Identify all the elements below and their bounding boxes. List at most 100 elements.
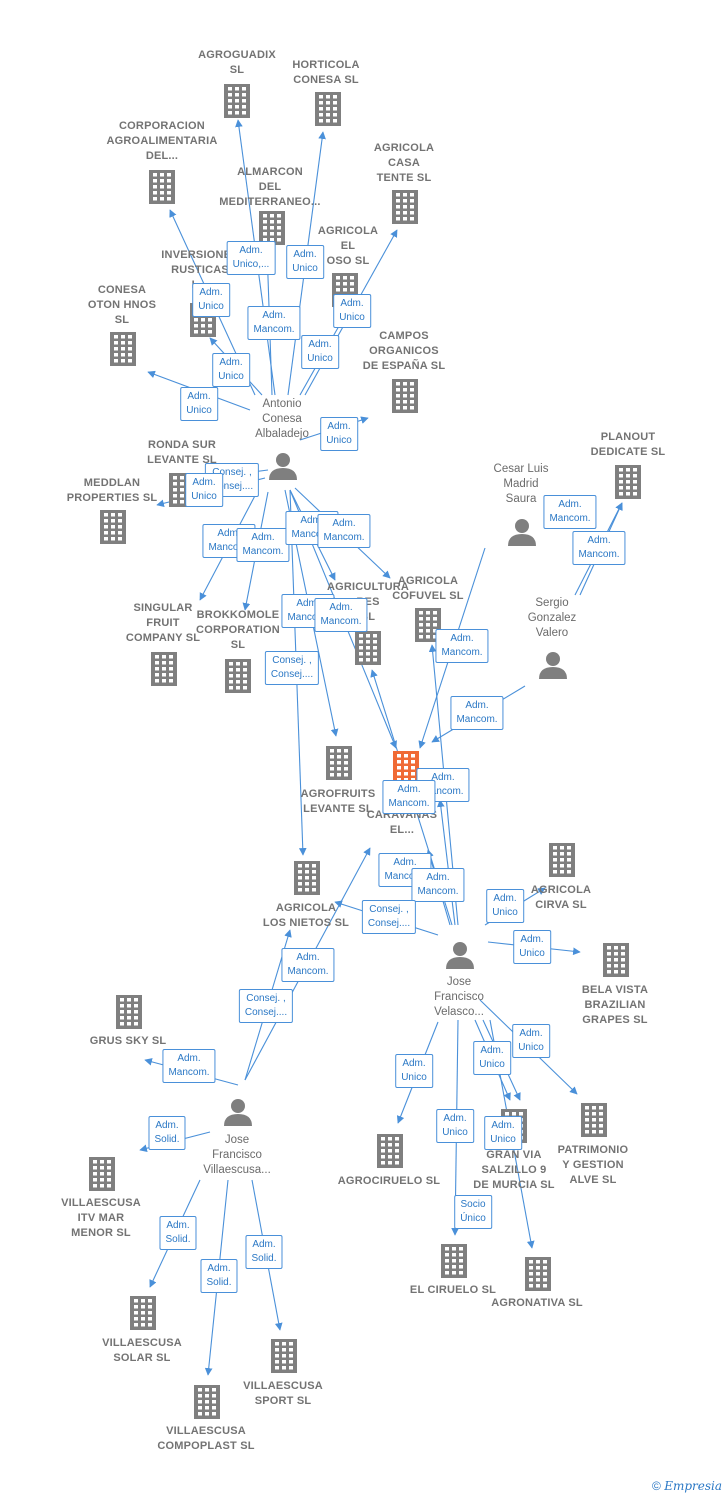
relation-tag[interactable]: Adm.Unico: [512, 1024, 550, 1058]
relation-tag[interactable]: Adm.Unico,...: [226, 241, 276, 275]
relation-tag[interactable]: Adm.Mancom.: [236, 528, 290, 562]
building-icon[interactable]: [89, 1157, 115, 1191]
person-icon[interactable]: [446, 942, 474, 969]
relation-tag[interactable]: Adm.Unico: [436, 1109, 474, 1143]
relation-tag[interactable]: Adm.Unico: [473, 1041, 511, 1075]
building-icon[interactable]: [194, 1385, 220, 1419]
building-icon[interactable]: [615, 465, 641, 499]
building-icon[interactable]: [259, 211, 285, 245]
building-icon[interactable]: [581, 1103, 607, 1137]
building-icon[interactable]: [603, 943, 629, 977]
relation-tag[interactable]: Adm.Unico: [333, 294, 371, 328]
relation-tag[interactable]: Adm.Solid.: [159, 1216, 197, 1250]
person-icon[interactable]: [539, 652, 567, 679]
relation-tag[interactable]: Adm.Mancom.: [411, 868, 465, 902]
building-icon[interactable]: [377, 1134, 403, 1168]
building-icon[interactable]: [392, 190, 418, 224]
relation-tag[interactable]: Adm.Mancom.: [450, 696, 504, 730]
building-icon[interactable]: [225, 659, 251, 693]
relation-tag[interactable]: Adm.Unico: [486, 889, 524, 923]
relation-tag[interactable]: Adm.Unico: [192, 283, 230, 317]
relation-tag[interactable]: Adm.Mancom.: [247, 306, 301, 340]
person-icon[interactable]: [508, 519, 536, 546]
relation-tag[interactable]: Adm.Mancom.: [317, 514, 371, 548]
relation-tag[interactable]: Consej. ,Consej....: [361, 900, 417, 934]
relation-tag[interactable]: Adm.Solid.: [245, 1235, 283, 1269]
building-icon[interactable]: [525, 1257, 551, 1291]
relation-tag[interactable]: Adm.Unico: [301, 335, 339, 369]
relation-tag[interactable]: Adm.Mancom.: [382, 780, 436, 814]
building-icon[interactable]: [355, 631, 381, 665]
company-label-agronativa[interactable]: AGRONATIVA SL: [491, 1296, 583, 1311]
building-icon[interactable]: [110, 332, 136, 366]
building-icon[interactable]: [393, 751, 419, 785]
company-label-agrociruelo[interactable]: AGROCIRUELO SL: [338, 1174, 440, 1189]
relation-tag[interactable]: Adm.Unico: [484, 1116, 522, 1150]
building-icon[interactable]: [441, 1244, 467, 1278]
building-icon[interactable]: [100, 510, 126, 544]
relation-tag[interactable]: Adm.Solid.: [200, 1259, 238, 1293]
relation-tag[interactable]: Consej. ,Consej....: [264, 651, 320, 685]
person-icon[interactable]: [224, 1099, 252, 1126]
building-icon[interactable]: [294, 861, 320, 895]
building-icon[interactable]: [224, 84, 250, 118]
company-label-grussky[interactable]: GRUS SKY SL: [90, 1034, 167, 1049]
building-icon[interactable]: [549, 843, 575, 877]
relation-tag[interactable]: Adm.Unico: [286, 245, 324, 279]
building-icon[interactable]: [149, 170, 175, 204]
building-icon[interactable]: [415, 608, 441, 642]
company-label-elciruelo[interactable]: EL CIRUELO SL: [410, 1283, 496, 1298]
relation-tag[interactable]: Adm.Mancom.: [281, 948, 335, 982]
relation-tag[interactable]: Adm.Mancom.: [162, 1049, 216, 1083]
relation-tag[interactable]: Adm.Unico: [185, 473, 223, 507]
relation-tag[interactable]: Adm.Solid.: [148, 1116, 186, 1150]
building-icon[interactable]: [116, 995, 142, 1029]
building-icon[interactable]: [315, 92, 341, 126]
relation-tag[interactable]: Adm.Unico: [513, 930, 551, 964]
relation-tag[interactable]: Consej. ,Consej....: [238, 989, 294, 1023]
footer-brand[interactable]: © Empresia: [652, 1479, 722, 1493]
relation-tag[interactable]: Adm.Unico: [320, 417, 358, 451]
relation-tag[interactable]: Adm.Mancom.: [572, 531, 626, 565]
relation-tag[interactable]: Adm.Mancom.: [435, 629, 489, 663]
relation-tag[interactable]: Adm.Unico: [395, 1054, 433, 1088]
person-icon[interactable]: [269, 453, 297, 480]
building-icon[interactable]: [271, 1339, 297, 1373]
relation-tag[interactable]: Adm.Unico: [212, 353, 250, 387]
building-icon[interactable]: [326, 746, 352, 780]
building-icon[interactable]: [392, 379, 418, 413]
relation-tag[interactable]: Adm.Mancom.: [314, 598, 368, 632]
relation-tag[interactable]: Adm.Unico: [180, 387, 218, 421]
relation-tag[interactable]: Adm.Mancom.: [543, 495, 597, 529]
